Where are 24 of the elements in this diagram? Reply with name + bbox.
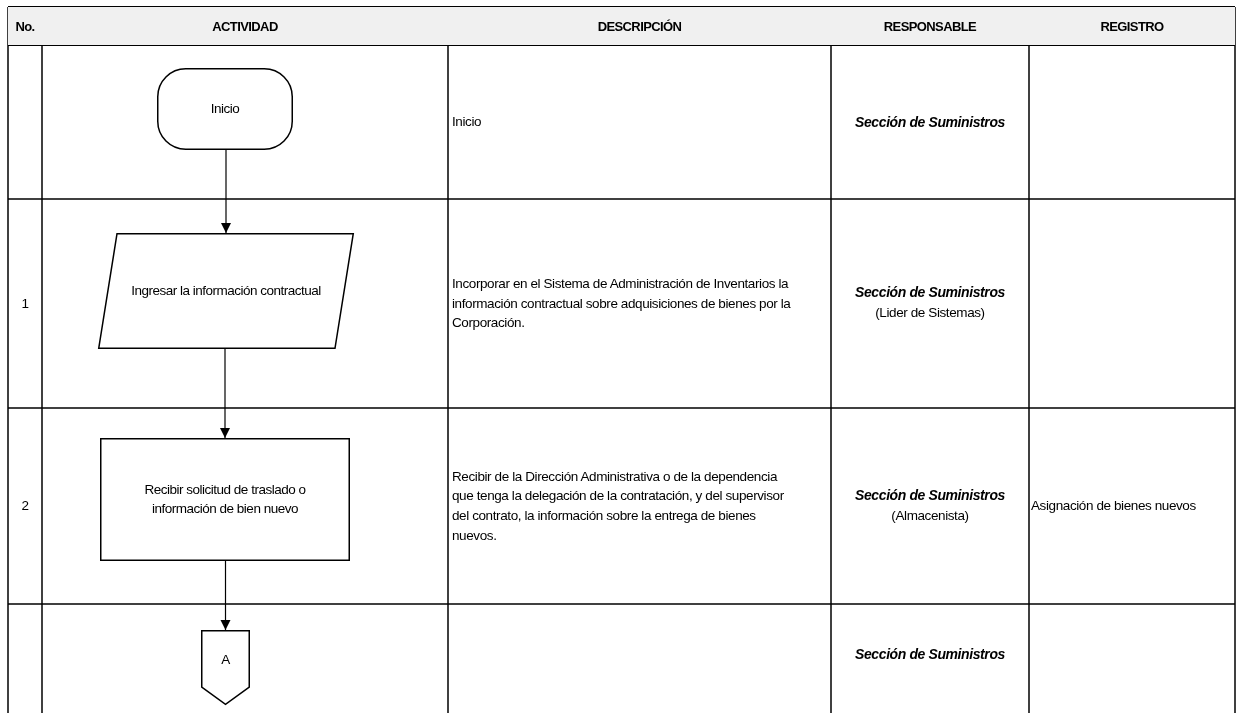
responsible-name: Sección de Suministros xyxy=(855,486,1005,503)
cell-text: Recibir de la Dirección Administrativa o de la dependencia que tenga la delegación de la contratación, y del supervisor del contrato, la información sobre la entrega de bienes nuevos. xyxy=(452,467,785,545)
start-terminal: Inicio xyxy=(157,68,293,150)
cell-text: (Lider de Sistemas) xyxy=(875,304,985,323)
column-header: DESCRIPCIÓN xyxy=(448,7,831,45)
responsible-name: Sección de Suministros xyxy=(855,645,1005,662)
cell-text: 1 xyxy=(21,294,29,313)
column-header: ACTIVIDAD xyxy=(42,7,448,45)
off-page-connector: A xyxy=(201,630,250,705)
column-header: RESPONSABLE xyxy=(831,7,1029,45)
input-parallelogram: Ingresar la información contractual xyxy=(98,233,354,349)
cell-text: Incorporar en el Sistema de Administración de Inventarios la información contractual sobre adquisiciones de bienes por la Corporación. xyxy=(452,275,792,333)
arrow xyxy=(220,348,230,439)
responsible-name: Sección de Suministros xyxy=(855,284,1005,301)
column-header: No. xyxy=(8,7,42,45)
responsible-name: Sección de Suministros xyxy=(855,114,1005,130)
cell-text: (Almacenista) xyxy=(891,506,969,525)
column-header: REGISTRO xyxy=(1029,7,1235,45)
cell-text: Inicio xyxy=(452,113,482,132)
process-box: Recibir solicitud de traslado o información de bien nuevo xyxy=(100,438,350,561)
arrow xyxy=(220,560,231,631)
arrow xyxy=(221,149,231,234)
cell-text: 2 xyxy=(21,497,29,516)
cell-text: Asignación de bienes nuevos xyxy=(1031,497,1196,516)
